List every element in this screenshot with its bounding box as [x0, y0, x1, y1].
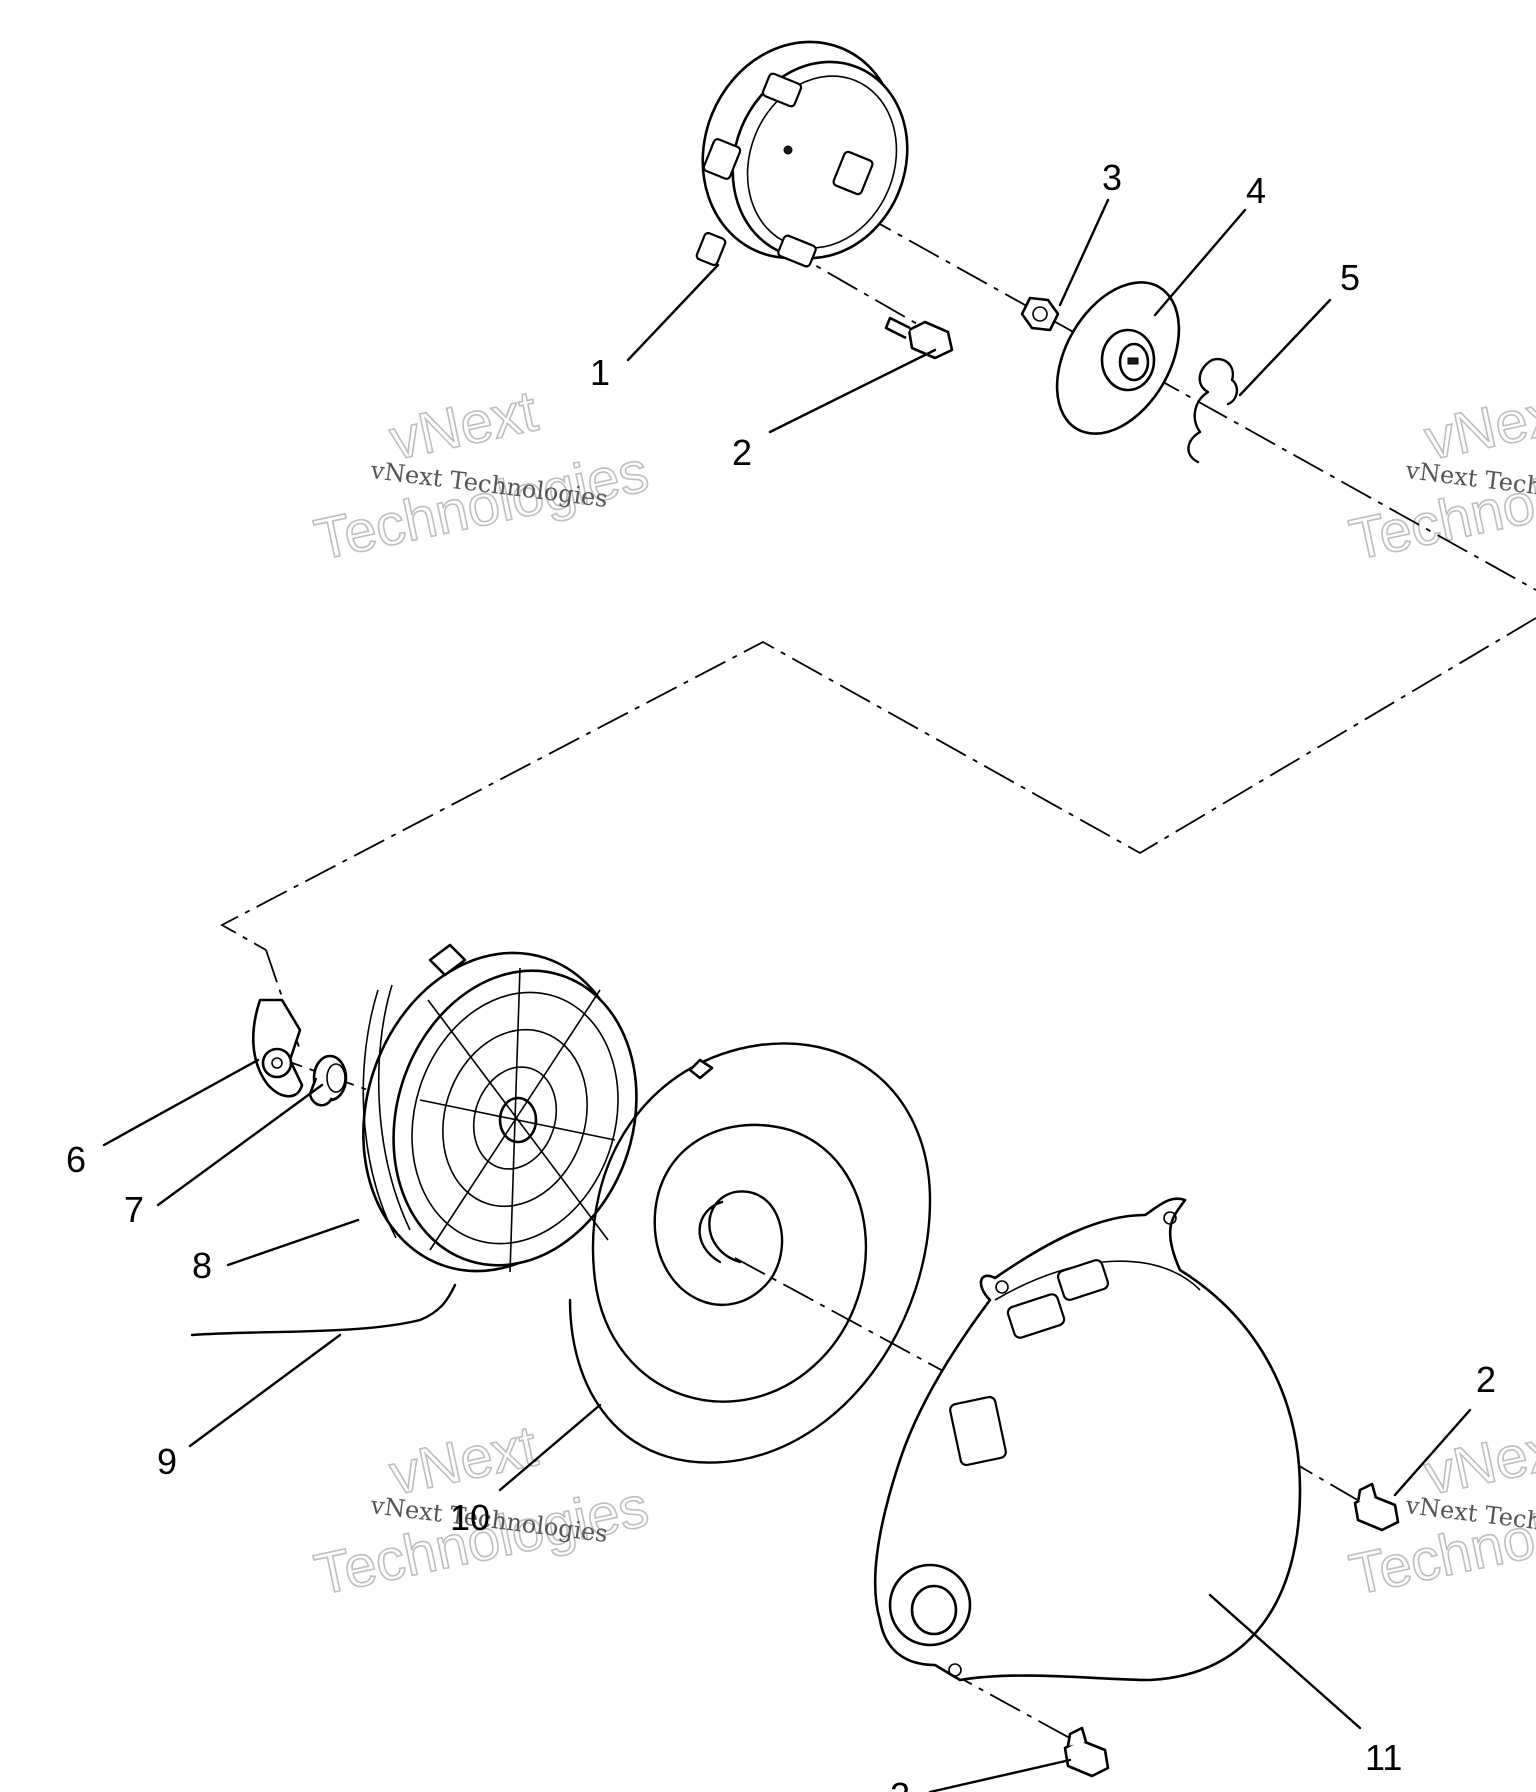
- callout-2-bottom: 2: [890, 1775, 910, 1792]
- watermark-logo-line1: vNext: [384, 1413, 543, 1507]
- callout-8: 8: [192, 1245, 212, 1286]
- part-4-hub-plate: [1055, 281, 1181, 435]
- watermark-logo-line1: vNext: [1419, 378, 1536, 472]
- watermark-top-right: vNext Technologies vNext Technologies: [1343, 378, 1536, 574]
- callout-2-top: 2: [732, 432, 752, 473]
- part-7-bushing: [308, 1054, 348, 1107]
- part-10-recoil-spring: [568, 1042, 932, 1464]
- callout-10: 10: [450, 1497, 490, 1538]
- leader-2-right: [1393, 1408, 1472, 1497]
- part-2-bolt-right: [1353, 1482, 1400, 1532]
- part-2-bolt-bottom: [1063, 1726, 1110, 1778]
- leader-8: [226, 1218, 360, 1267]
- part-11-housing: [873, 1197, 1302, 1682]
- watermark-logo-line1: vNext: [1419, 1413, 1536, 1507]
- watermark-top-left: vNext Technologies vNext Technologies: [308, 378, 654, 574]
- leader-9: [188, 1333, 342, 1448]
- callout-4: 4: [1246, 170, 1266, 211]
- leader-5: [1238, 298, 1332, 397]
- leader-lines: [102, 198, 1472, 1792]
- callout-11: 11: [1365, 1737, 1402, 1778]
- watermark-logo-line1: vNext: [384, 378, 543, 472]
- part-2-bolt-top: [884, 316, 954, 360]
- leader-6: [102, 1058, 260, 1147]
- part-6-pawl: [252, 998, 304, 1098]
- part-5-spring-clip: [1187, 357, 1239, 464]
- callout-1: 1: [590, 352, 610, 393]
- callout-3: 3: [1102, 157, 1122, 198]
- leader-2-bottom: [928, 1758, 1072, 1792]
- leader-1: [626, 263, 720, 362]
- leader-11: [1208, 1593, 1362, 1730]
- axis-bolt-bottom: [941, 1667, 1089, 1749]
- callout-numbers: 1 2 3 4 5 6 7 8 9 10 11 2 2: [66, 157, 1496, 1792]
- leader-3: [1058, 198, 1110, 307]
- axis-loop: [220, 617, 1536, 951]
- callout-6: 6: [66, 1139, 86, 1180]
- leader-10: [498, 1403, 602, 1492]
- callout-9: 9: [157, 1441, 177, 1482]
- part-3-nut: [1020, 296, 1060, 332]
- leader-4: [1153, 208, 1247, 317]
- part-8-rope-reel: [362, 943, 638, 1273]
- callout-2-right: 2: [1476, 1359, 1496, 1400]
- leader-2-top: [768, 348, 937, 434]
- callout-7: 7: [124, 1189, 144, 1230]
- axis-spring: [734, 1257, 946, 1373]
- leader-7: [156, 1083, 324, 1207]
- part-1-starter-cup: [695, 40, 909, 268]
- part-9-rope: [190, 1283, 457, 1337]
- callout-5: 5: [1340, 257, 1360, 298]
